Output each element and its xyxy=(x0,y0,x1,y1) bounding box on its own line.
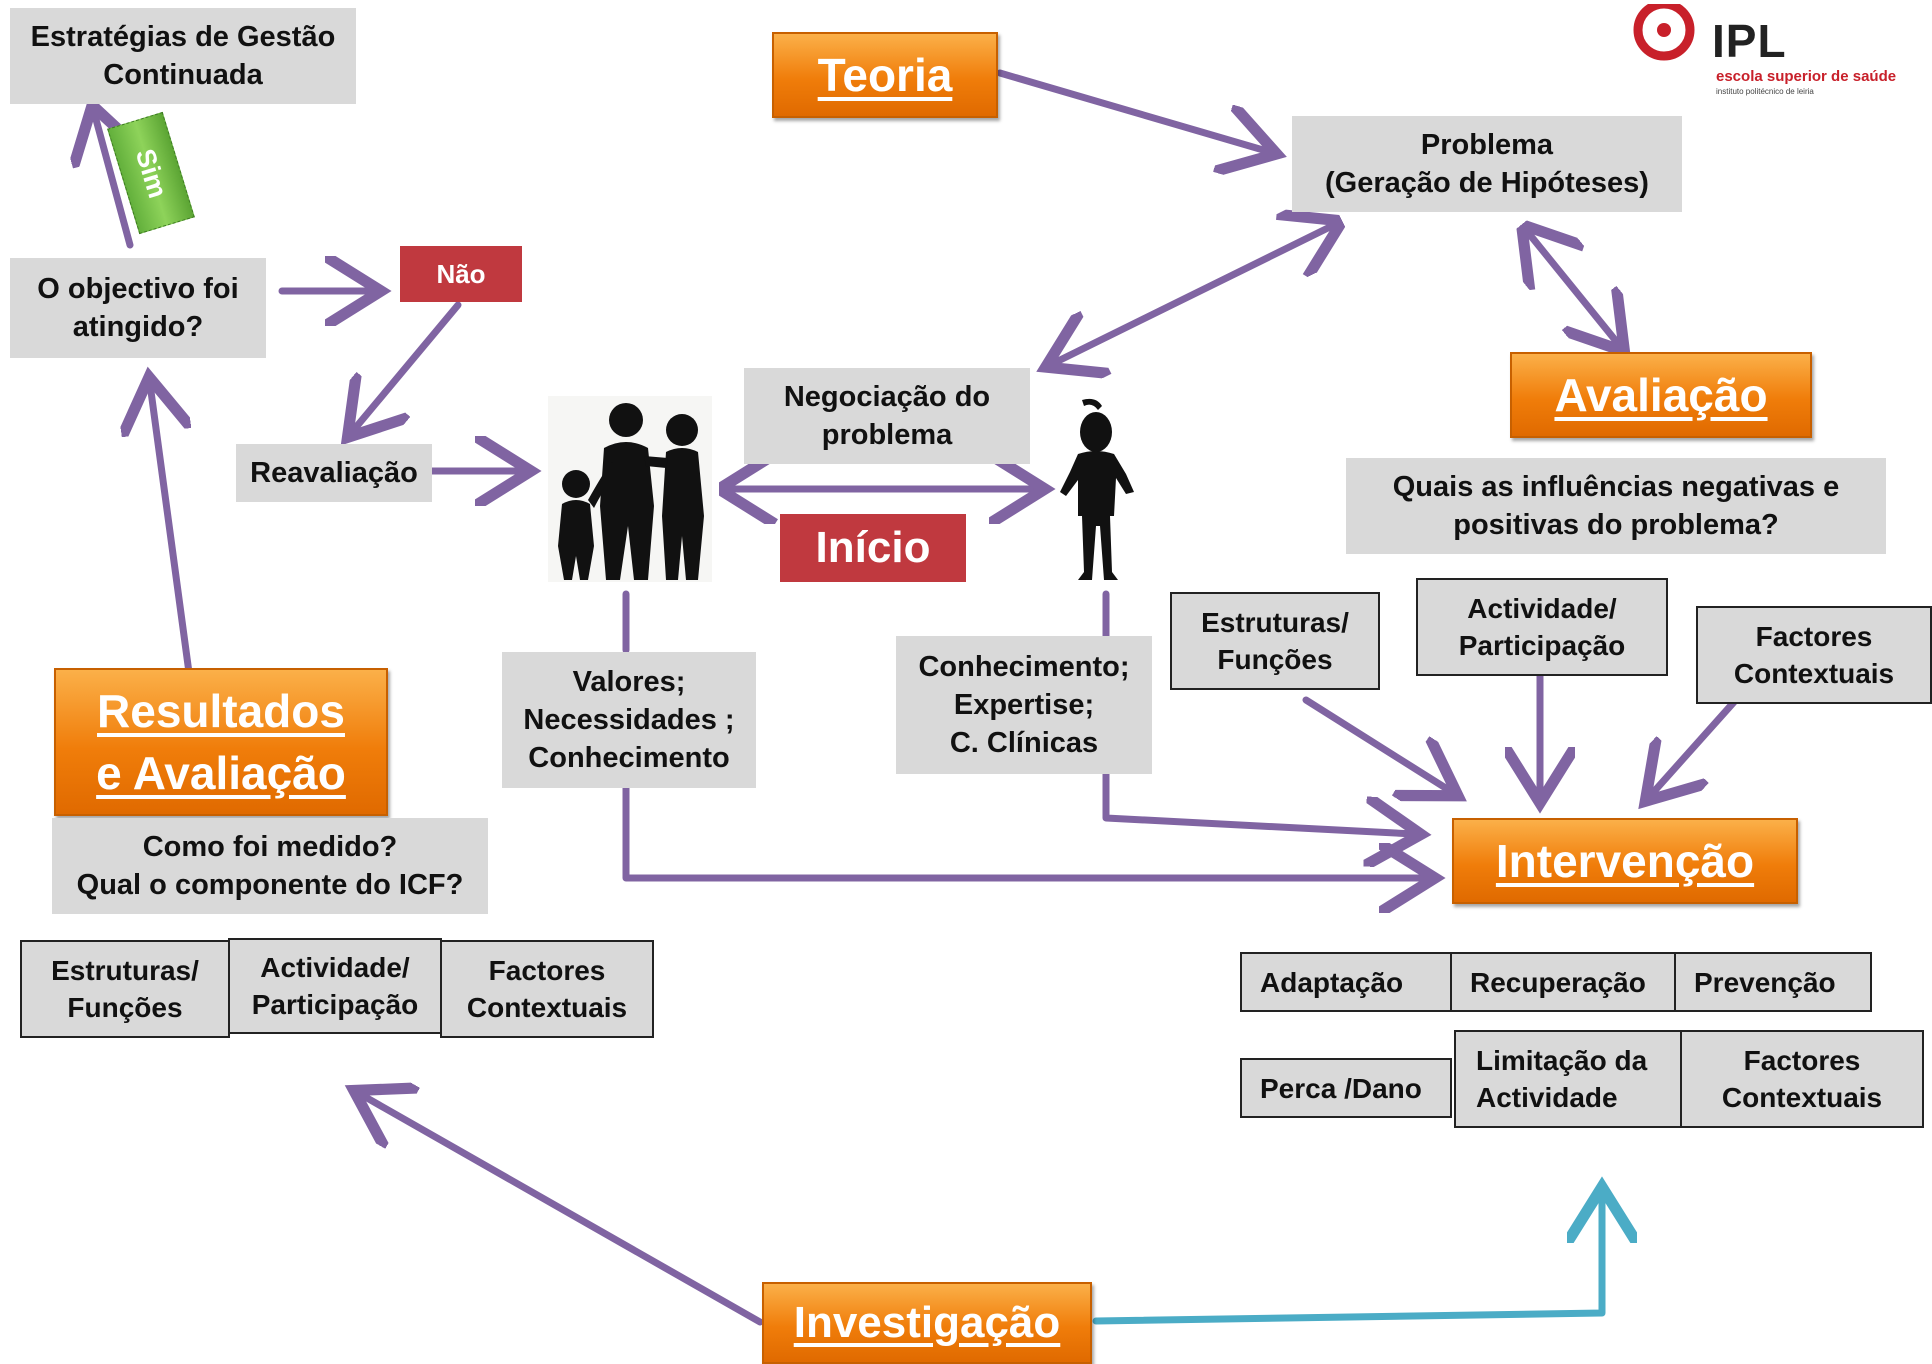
measured-box: Como foi medido? Qual o componente do IC… xyxy=(52,818,488,914)
left-activity-cell: Actividade/ Participação xyxy=(228,938,442,1034)
left-context-line1: Factores xyxy=(488,955,606,986)
reassessment-label: Reavaliação xyxy=(250,457,418,489)
negotiation-line2: problema xyxy=(821,419,953,451)
family-icon xyxy=(548,396,712,582)
arrow-research-to-intervention-types xyxy=(1092,1194,1602,1325)
loss-cell: Perca /Dano xyxy=(1240,1058,1452,1118)
left-structures-line2: Funções xyxy=(67,992,183,1023)
strategies-line2: Continuada xyxy=(103,59,263,91)
values-line3: Conhecimento xyxy=(528,742,730,774)
strategies-box: Estratégias de Gestão Continuada xyxy=(10,8,356,104)
logo-circle-icon xyxy=(1620,0,1706,61)
measured-line2: Qual o componente do ICF? xyxy=(76,869,464,901)
influences-line2: positivas do problema? xyxy=(1453,509,1779,541)
problem-line1: Problema xyxy=(1420,129,1554,161)
objective-question-box: O objectivo foi atingido? xyxy=(10,258,266,358)
evaluation-box: Avaliação xyxy=(1510,352,1812,438)
values-line1: Valores; xyxy=(572,666,686,698)
prevention-label: Prevenção xyxy=(1694,966,1836,998)
negotiation-line1: Negociação do xyxy=(783,381,991,413)
objective-line2: atingido? xyxy=(72,311,204,343)
left-context-cell: Factores Contextuais xyxy=(440,940,654,1038)
left-structures-cell: Estruturas/ Funções xyxy=(20,940,230,1038)
left-activity-line1: Actividade/ xyxy=(260,952,410,983)
results-line2: e Avaliação xyxy=(96,747,346,799)
yes-label: Sim xyxy=(129,144,174,201)
logo-school-name: escola superior de saúde xyxy=(1716,68,1897,85)
intervention-context-line2: Contextuais xyxy=(1721,1082,1883,1113)
arrow-results-to-objective xyxy=(150,384,194,684)
research-box: Investigação xyxy=(762,1282,1092,1364)
research-label: Investigação xyxy=(793,1298,1061,1347)
right-structures-line2: Funções xyxy=(1217,644,1333,675)
objective-line1: O objectivo foi xyxy=(37,273,239,305)
right-context-box: Factores Contextuais xyxy=(1696,606,1932,704)
negotiation-box: Negociação do problema xyxy=(744,368,1030,464)
logo-institute-name: instituto politécnico de leiria xyxy=(1716,87,1814,96)
results-line1: Resultados xyxy=(97,685,345,737)
influences-line1: Quais as influências negativas e xyxy=(1392,471,1840,503)
limitation-line2: Actividade xyxy=(1476,1082,1618,1113)
arrow-problem-to-evaluation xyxy=(1526,230,1620,346)
no-box: Não xyxy=(400,246,522,302)
limitation-line1: Limitação da xyxy=(1476,1045,1648,1076)
limitation-cell: Limitação da Actividade xyxy=(1454,1030,1682,1128)
adaptation-label: Adaptação xyxy=(1260,966,1404,998)
right-structures-line1: Estruturas/ xyxy=(1201,607,1349,638)
arrow-structures-to-intervention xyxy=(1302,696,1452,792)
no-label: Não xyxy=(436,258,486,289)
evaluation-label: Avaliação xyxy=(1554,369,1768,421)
intervention-box: Intervenção xyxy=(1452,818,1798,904)
left-structures-line1: Estruturas/ xyxy=(51,955,199,986)
knowledge-line3: C. Clínicas xyxy=(949,727,1099,759)
measured-line1: Como foi medido? xyxy=(142,831,398,863)
intervention-context-line1: Factores xyxy=(1743,1045,1861,1076)
adaptation-cell: Adaptação xyxy=(1240,952,1452,1012)
left-context-line2: Contextuais xyxy=(466,992,628,1023)
arrow-theory-to-problem xyxy=(996,69,1270,152)
theory-label: Teoria xyxy=(817,49,953,101)
strategies-line1: Estratégias de Gestão xyxy=(30,21,336,53)
left-activity-line2: Participação xyxy=(251,989,419,1020)
recovery-label: Recuperação xyxy=(1470,966,1646,998)
logo-abbreviation: IPL xyxy=(1712,15,1787,67)
recovery-cell: Recuperação xyxy=(1450,952,1676,1012)
arrow-context-to-intervention xyxy=(1650,698,1738,796)
values-line2: Necessidades ; xyxy=(523,704,735,736)
knowledge-line2: Expertise; xyxy=(953,689,1095,721)
values-box: Valores; Necessidades ; Conhecimento xyxy=(502,652,756,788)
loss-label: Perca /Dano xyxy=(1260,1072,1422,1104)
right-context-line1: Factores xyxy=(1755,621,1873,652)
start-label: Início xyxy=(815,523,931,572)
results-box: Resultados e Avaliação xyxy=(54,668,388,816)
start-box: Início xyxy=(780,514,966,582)
ipl-logo: IPL escola superior de saúde instituto p… xyxy=(1620,0,1932,104)
right-activity-box: Actividade/ Participação xyxy=(1416,578,1668,676)
problem-line2: (Geração de Hipóteses) xyxy=(1325,167,1649,199)
person-icon xyxy=(1060,398,1134,580)
reassessment-box: Reavaliação xyxy=(236,444,432,502)
arrow-knowledge-to-intervention xyxy=(1102,768,1414,834)
theory-box: Teoria xyxy=(772,32,998,118)
right-activity-line1: Actividade/ xyxy=(1467,593,1617,624)
influences-box: Quais as influências negativas e positiv… xyxy=(1346,458,1886,554)
right-activity-line2: Participação xyxy=(1458,630,1626,661)
problem-box: Problema (Geração de Hipóteses) xyxy=(1292,116,1682,212)
intervention-context-cell: Factores Contextuais xyxy=(1680,1030,1924,1128)
right-context-line2: Contextuais xyxy=(1733,658,1895,689)
arrow-problem-to-person xyxy=(1052,224,1336,364)
arrow-values-to-intervention xyxy=(622,782,1428,878)
knowledge-box: Conhecimento; Expertise; C. Clínicas xyxy=(896,636,1152,774)
prevention-cell: Prevenção xyxy=(1674,952,1872,1012)
arrow-objective-to-strategies xyxy=(94,112,130,249)
arrow-research-to-left-table xyxy=(360,1094,764,1326)
intervention-label: Intervenção xyxy=(1495,835,1755,887)
arrow-no-to-reassessment xyxy=(352,301,462,432)
knowledge-line1: Conhecimento; xyxy=(918,651,1130,683)
right-structures-box: Estruturas/ Funções xyxy=(1170,592,1380,690)
